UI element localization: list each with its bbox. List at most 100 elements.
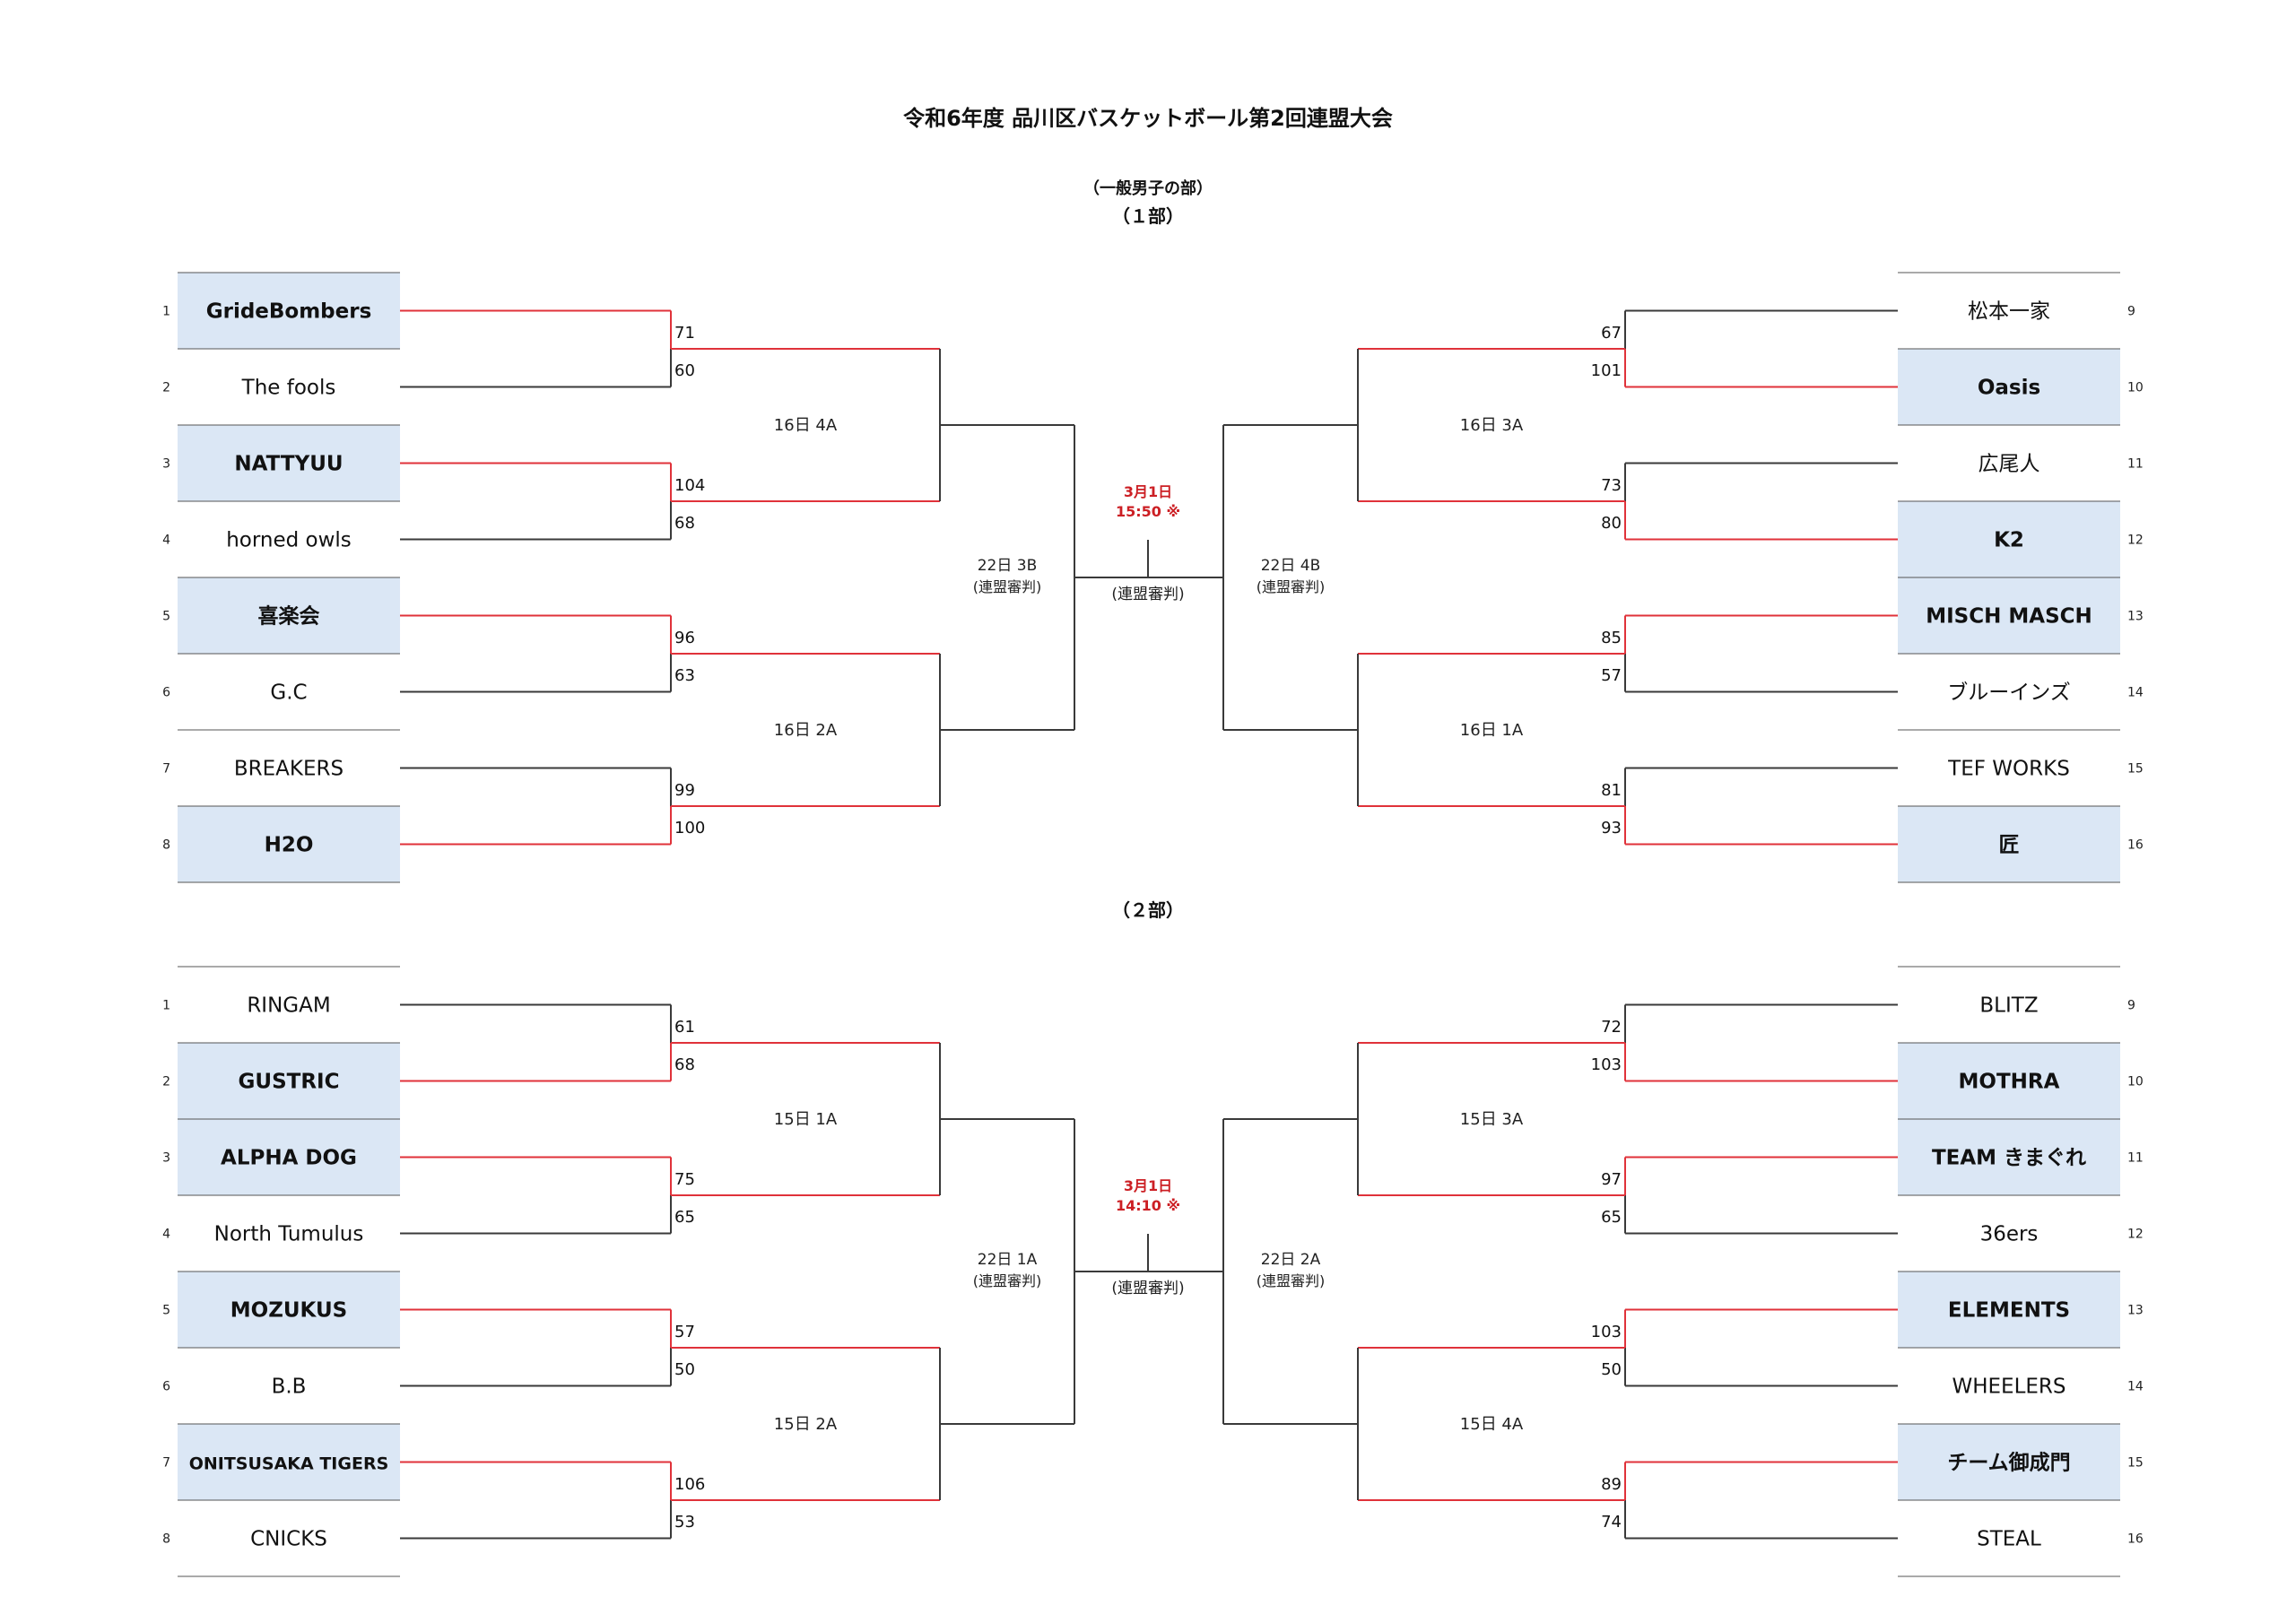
score: 89 xyxy=(1601,1475,1622,1494)
score: 50 xyxy=(674,1360,695,1379)
seed-number: 14 xyxy=(2127,1380,2144,1394)
seed-number: 15 xyxy=(2127,1456,2144,1471)
match-label: 16日 4A xyxy=(774,416,838,435)
seed-number: 9 xyxy=(2127,999,2135,1013)
team-name: 松本一家 xyxy=(1968,300,2050,324)
score: 68 xyxy=(674,1055,695,1074)
team-name: 匠 xyxy=(1999,834,2020,857)
score: 60 xyxy=(674,361,695,380)
team-name: ALPHA DOG xyxy=(221,1147,357,1170)
category-label: （一般男子の部） xyxy=(1083,178,1213,198)
seed-number: 3 xyxy=(162,1151,170,1166)
seed-number: 16 xyxy=(2127,838,2144,853)
brackets-layer: （１部） 1 GrideBombers 2 The fools 3 NATTYUU 4 horn… xyxy=(162,205,2144,1577)
match-label: 15日 2A xyxy=(774,1415,838,1434)
team-name: Oasis xyxy=(1978,377,2040,400)
team-cell-highlight xyxy=(178,1043,400,1119)
score: 100 xyxy=(674,819,705,838)
seed-number: 10 xyxy=(2127,1075,2144,1089)
final-date: 3月1日 xyxy=(1124,483,1172,500)
team-name: H2O xyxy=(265,834,314,857)
team-name: STEAL xyxy=(1977,1528,2041,1551)
division-label: （１部） xyxy=(1112,205,1184,227)
team-name: TEF WORKS xyxy=(1947,758,2070,781)
team-name: horned owls xyxy=(226,529,352,552)
score: 103 xyxy=(1591,1323,1622,1341)
team-cell-highlight xyxy=(1898,1119,2120,1195)
match-label: 16日 3A xyxy=(1460,416,1524,435)
score: 103 xyxy=(1591,1055,1622,1074)
score: 74 xyxy=(1601,1513,1622,1532)
score: 85 xyxy=(1601,629,1622,647)
team-name: ELEMENTS xyxy=(1948,1299,2070,1323)
semi-label: 22日 3B xyxy=(978,557,1038,575)
team-name: The fools xyxy=(241,377,336,400)
seed-number: 12 xyxy=(2127,534,2144,548)
team-name: GrideBombers xyxy=(206,300,372,324)
final-date: 3月1日 xyxy=(1124,1177,1172,1194)
seed-number: 5 xyxy=(162,1304,170,1318)
team-name: K2 xyxy=(1994,529,2024,552)
semi-referee: (連盟審判) xyxy=(973,1272,1042,1289)
match-label: 15日 4A xyxy=(1460,1415,1524,1434)
seed-number: 9 xyxy=(2127,305,2135,319)
seed-number: 4 xyxy=(162,534,170,548)
score: 71 xyxy=(674,324,695,343)
team-cell-highlight xyxy=(1898,1043,2120,1119)
seed-number: 2 xyxy=(162,381,170,395)
score: 72 xyxy=(1601,1018,1622,1037)
score: 67 xyxy=(1601,324,1622,343)
score: 68 xyxy=(674,514,695,533)
score: 53 xyxy=(674,1513,695,1532)
team-name: NATTYUU xyxy=(234,453,343,476)
semi-referee: (連盟審判) xyxy=(1257,1272,1326,1289)
team-name: RINGAM xyxy=(247,994,330,1018)
match-label: 16日 1A xyxy=(1460,721,1524,740)
final-time: 14:10 ※ xyxy=(1116,1197,1180,1214)
semi-label: 22日 2A xyxy=(1261,1251,1321,1269)
team-name: BREAKERS xyxy=(234,758,344,781)
team-name: BLITZ xyxy=(1979,994,2038,1018)
score: 57 xyxy=(1601,666,1622,685)
seed-number: 1 xyxy=(162,305,170,319)
seed-number: 7 xyxy=(162,762,170,777)
team-name: GUSTRIC xyxy=(239,1071,340,1094)
team-cell-highlight xyxy=(1898,501,2120,577)
seed-number: 4 xyxy=(162,1228,170,1242)
score: 97 xyxy=(1601,1170,1622,1189)
seed-number: 11 xyxy=(2127,457,2144,472)
team-cell-highlight xyxy=(178,577,400,654)
semi-label: 22日 1A xyxy=(978,1251,1038,1269)
team-name: MOTHRA xyxy=(1959,1071,2060,1094)
team-name: ONITSUSAKA TIGERS xyxy=(189,1454,389,1474)
score: 104 xyxy=(674,476,705,495)
semi-referee: (連盟審判) xyxy=(973,578,1042,595)
team-name: G.C xyxy=(270,681,307,705)
score: 63 xyxy=(674,666,695,685)
seed-number: 6 xyxy=(162,686,170,700)
team-name: 喜楽会 xyxy=(258,604,320,629)
score: 57 xyxy=(674,1323,695,1341)
team-name: 36ers xyxy=(1980,1223,2039,1246)
seed-number: 7 xyxy=(162,1456,170,1471)
seed-number: 10 xyxy=(2127,381,2144,395)
team-name: 広尾人 xyxy=(1979,453,2040,476)
seed-number: 13 xyxy=(2127,610,2144,624)
final-time: 15:50 ※ xyxy=(1116,503,1180,520)
score: 101 xyxy=(1591,361,1622,380)
seed-number: 8 xyxy=(162,1532,170,1547)
team-cell-highlight xyxy=(1898,1271,2120,1348)
seed-number: 15 xyxy=(2127,762,2144,777)
score: 75 xyxy=(674,1170,695,1189)
page-title: 令和6年度 品川区バスケットボール第2回連盟大会 xyxy=(903,106,1393,131)
seed-number: 6 xyxy=(162,1380,170,1394)
seed-number: 14 xyxy=(2127,686,2144,700)
team-name: ブルーインズ xyxy=(1947,681,2071,705)
final-referee: (連盟審判) xyxy=(1111,586,1184,603)
team-name: North Tumulus xyxy=(214,1223,364,1246)
match-label: 16日 2A xyxy=(774,721,838,740)
match-label: 15日 3A xyxy=(1460,1110,1524,1129)
team-name: TEAM きまぐれ xyxy=(1932,1147,2086,1170)
team-cell-highlight xyxy=(1898,349,2120,425)
